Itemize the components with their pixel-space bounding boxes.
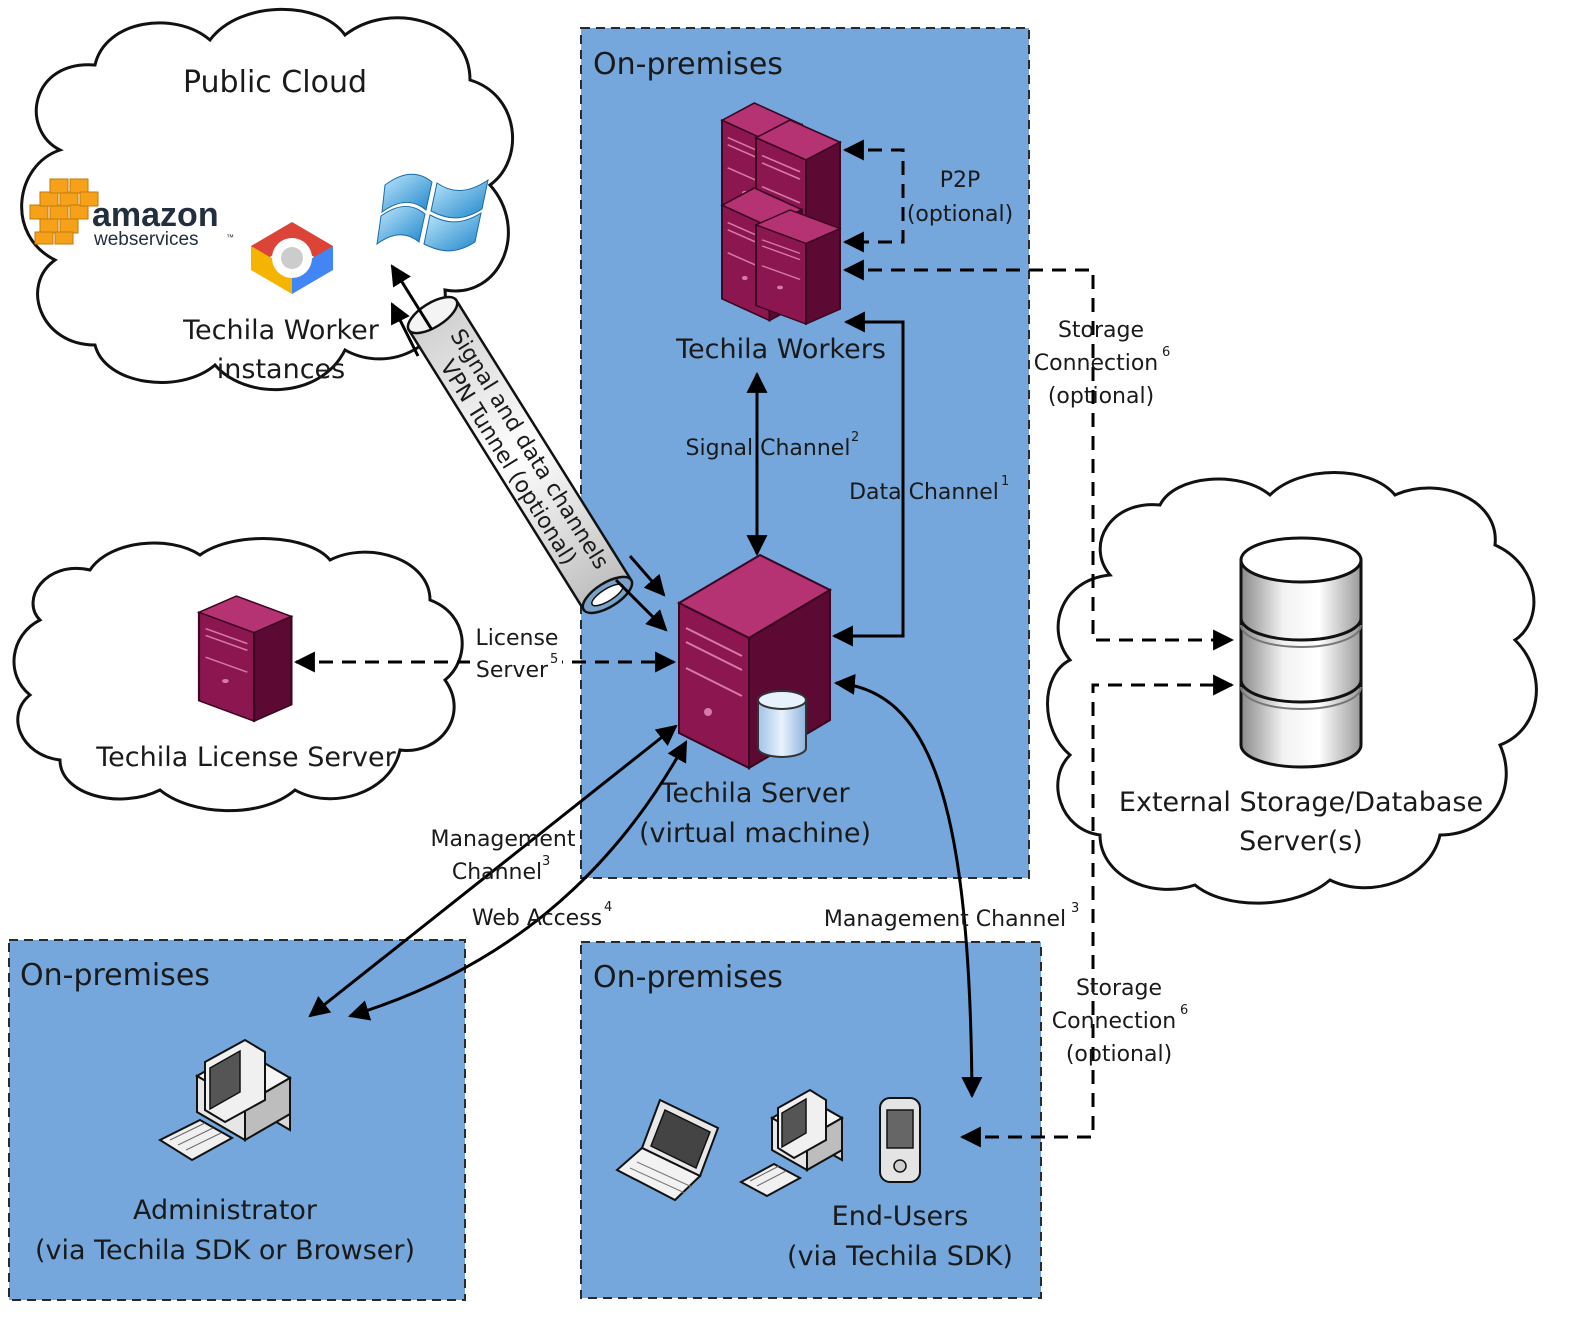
storage-label-2: Server(s) (1239, 826, 1363, 857)
pda-icon (879, 1097, 921, 1183)
vpn-arrow-to-server-2 (614, 578, 668, 632)
zone-label-admin: On-premises (20, 958, 210, 993)
zone-label-users: On-premises (593, 960, 783, 995)
mgmt-admin-label-2: Channel (452, 860, 542, 885)
worker-instances-label-2: instances (217, 354, 345, 385)
p2p-arrow (842, 139, 905, 253)
storage-top-label-2: Connection (1034, 351, 1158, 376)
signal-channel-text: Signal Channel (686, 436, 851, 461)
web-access-label: Web Access 4 (472, 900, 612, 931)
techila-workers-icon (721, 102, 841, 326)
windows-azure-icon (376, 173, 489, 252)
license-label-2: Server (476, 658, 549, 683)
mgmt-admin-sup: 3 (542, 854, 550, 869)
license-label: License Server 5 (470, 625, 562, 685)
license-server-label: Techila License Server (95, 742, 396, 773)
cloud-public: Public Cloud (20, 7, 514, 392)
desktop-computer-icon (157, 1038, 292, 1162)
laptop-icon (615, 1098, 720, 1202)
storage-label-1: External Storage/Database (1119, 787, 1483, 818)
storage-connection-workers-arrow (842, 259, 1235, 651)
data-channel-label: Data Channel 1 (849, 474, 1009, 505)
techila-workers-label: Techila Workers (675, 334, 886, 365)
storage-connection-bottom-label: Storage Connection 6 (optional) (1052, 976, 1189, 1067)
data-channel-sup: 1 (1001, 474, 1009, 489)
public-cloud-title: Public Cloud (183, 65, 367, 100)
storage-bot-label-3: (optional) (1066, 1042, 1172, 1067)
license-server-icon (197, 594, 293, 723)
signal-channel-label: Signal Channel 2 (686, 430, 860, 461)
p2p-label-2: (optional) (907, 202, 1013, 227)
desktop-computer-icon (738, 1088, 845, 1198)
aws-logo: amazon webservices ™ (29, 178, 234, 250)
zone-label-main: On-premises (593, 47, 783, 82)
aws-subtext: webservices (93, 229, 199, 250)
mgmt-users-sup: 3 (1071, 901, 1079, 916)
worker-instances-label-1: Techila Worker (182, 315, 380, 346)
web-access-arrow (347, 740, 688, 1021)
techila-server-label-1: Techila Server (659, 778, 850, 809)
storage-connection-users-arrow (959, 674, 1235, 1148)
end-users-label-2: (via Techila SDK) (787, 1241, 1013, 1272)
license-sup: 5 (550, 652, 558, 667)
management-channel-admin-label: Management Channel 3 (431, 827, 576, 885)
data-channel-text: Data Channel (849, 480, 999, 505)
storage-top-sup: 6 (1162, 345, 1170, 360)
license-label-1: License (476, 626, 559, 651)
database-icon (1239, 536, 1363, 769)
admin-label-1: Administrator (133, 1195, 318, 1226)
techila-server-label-2: (virtual machine) (639, 818, 871, 849)
vpn-arrow-to-server-1 (628, 555, 666, 597)
storage-connection-top-label: Storage Connection 6 (optional) (1034, 318, 1171, 409)
p2p-label-1: P2P (940, 168, 981, 193)
server-storage-cylinder-icon (757, 690, 807, 758)
management-channel-users-label: Management Channel 3 (824, 901, 1079, 932)
admin-label-2: (via Techila SDK or Browser) (35, 1235, 415, 1266)
vpn-arrow-to-cloud-1 (390, 264, 434, 331)
storage-bot-label-2: Connection (1052, 1009, 1176, 1034)
google-cloud-icon (251, 222, 333, 294)
aws-wordmark: amazon (92, 196, 219, 234)
p2p-label: P2P (optional) (907, 168, 1013, 227)
web-access-text: Web Access (472, 906, 602, 931)
management-channel-users-arrow (833, 673, 983, 1099)
vpn-arrow-to-cloud-2 (390, 302, 420, 357)
storage-bot-sup: 6 (1180, 1003, 1188, 1018)
storage-bot-label-1: Storage (1076, 976, 1162, 1001)
web-access-sup: 4 (604, 900, 612, 915)
end-users-label-1: End-Users (832, 1201, 969, 1232)
storage-top-label-1: Storage (1058, 318, 1144, 343)
mgmt-admin-label-1: Management (431, 827, 576, 852)
storage-top-label-3: (optional) (1048, 384, 1154, 409)
signal-channel-sup: 2 (851, 430, 859, 445)
mgmt-users-text: Management Channel (824, 907, 1066, 932)
aws-trademark: ™ (226, 233, 234, 242)
